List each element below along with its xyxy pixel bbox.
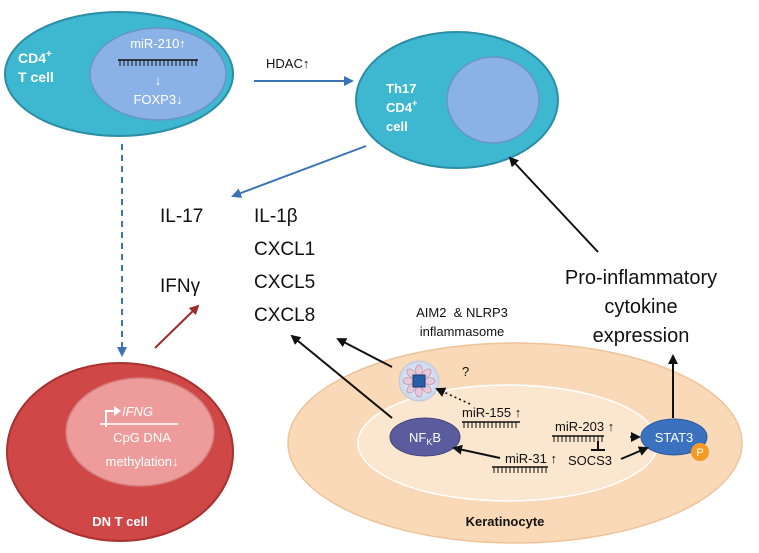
socs3-to-stat3-arrow bbox=[620, 446, 649, 460]
dn-t-cell: IFNG CpG DNA methylation↓ DN T cell bbox=[6, 362, 234, 542]
cd4-label: CD4 bbox=[18, 50, 46, 66]
inflammasome-petal bbox=[424, 377, 436, 385]
svg-text:CD4+: CD4+ bbox=[18, 49, 52, 66]
mir155-to-inflammasome-dotted-arrow bbox=[435, 387, 471, 405]
cd4-sup: + bbox=[46, 49, 52, 60]
hdac-label: HDAC↑ bbox=[266, 56, 309, 71]
th17-sup: + bbox=[412, 98, 417, 108]
th17-cell: Th17 CD4+ cell bbox=[355, 31, 559, 169]
th17-cell-nucleus bbox=[446, 56, 540, 144]
dn-cell-label: DN T cell bbox=[92, 514, 148, 529]
mir-210-ladder bbox=[118, 59, 198, 66]
keratinocyte-label: Keratinocyte bbox=[466, 514, 545, 529]
proinflam-line2: cytokine bbox=[604, 296, 677, 318]
proinflam-line3: expression bbox=[593, 325, 690, 347]
promoter-arrow-icon bbox=[105, 410, 116, 427]
keratinocyte: Keratinocyte bbox=[287, 342, 743, 544]
il17-label: IL-17 bbox=[160, 206, 203, 227]
mir-31-ladder bbox=[492, 466, 548, 473]
phospho-label: P bbox=[696, 447, 703, 459]
inflammasome-line1: AIM2 & NLRP3 bbox=[416, 305, 508, 320]
foxp3-label: FOXP3↓ bbox=[133, 92, 182, 107]
inflammasome-petal bbox=[402, 377, 414, 385]
mir-31-label: miR-31 ↑ bbox=[505, 451, 557, 466]
ifng-gene-label: IFNG bbox=[122, 404, 153, 419]
svg-text:CD4+: CD4+ bbox=[386, 98, 417, 115]
nfkb-label: NF bbox=[409, 430, 426, 445]
cytokine-il1b: IL-1β bbox=[254, 206, 298, 227]
nfkb-to-cytokines-arrow bbox=[290, 334, 393, 419]
svg-text:NFKB: NFKB bbox=[409, 430, 441, 447]
question-mark: ? bbox=[462, 364, 469, 379]
mir31-to-nfkb-arrow bbox=[452, 444, 501, 459]
inflammasome-petal bbox=[415, 386, 423, 398]
proinflam-line1: Pro-inflammatory bbox=[565, 267, 717, 289]
cd4-cell-nucleus bbox=[89, 27, 227, 121]
cytokine-cxcl1: CXCL1 bbox=[254, 239, 315, 260]
phospho-badge bbox=[691, 443, 709, 461]
proinflam-to-th17-arrow bbox=[508, 156, 599, 253]
inflammasome-icon bbox=[398, 360, 440, 402]
mir-203-ladder bbox=[552, 435, 604, 442]
cytokine-cxcl8: CXCL8 bbox=[254, 305, 315, 326]
stat3-node: STAT3 P bbox=[640, 418, 709, 461]
inflammasome-to-cytokines-arrow bbox=[336, 338, 393, 368]
cpg-label: CpG DNA bbox=[113, 430, 171, 445]
th17-to-cytokines-arrow bbox=[231, 145, 367, 198]
mir-203-label: miR-203 ↑ bbox=[555, 419, 614, 434]
socs3-label: SOCS3 bbox=[568, 453, 612, 468]
cd4-down-arrow: ↓ bbox=[155, 73, 162, 88]
mir-210-label: miR-210↑ bbox=[130, 36, 186, 51]
inflammasome-petal bbox=[415, 364, 423, 376]
th17-label-line3: cell bbox=[386, 119, 408, 134]
cytokine-cxcl5: CXCL5 bbox=[254, 272, 315, 293]
dn-to-ifng-arrow bbox=[154, 304, 200, 349]
th17-label-line2: CD4 bbox=[386, 100, 413, 115]
promoter-arrowhead bbox=[114, 406, 121, 416]
nfkb-node: NFKB bbox=[389, 417, 461, 457]
dn-cell-nucleus bbox=[65, 377, 215, 487]
methylation-label: methylation↓ bbox=[106, 454, 179, 469]
ifng-label: IFNγ bbox=[160, 276, 201, 297]
cytokine-list: IL-1β CXCL1 CXCL5 CXCL8 bbox=[254, 206, 315, 326]
keratinocyte-mirna-duplexes bbox=[462, 421, 604, 473]
mir-155-ladder bbox=[462, 421, 520, 428]
inflammasome-line2: inflammasome bbox=[420, 324, 505, 339]
mir-155-label: miR-155 ↑ bbox=[462, 405, 521, 420]
mir-210-duplex bbox=[118, 59, 198, 66]
th17-label-line1: Th17 bbox=[386, 81, 416, 96]
cd4-label-line2: T cell bbox=[18, 69, 54, 85]
nfkb-end: B bbox=[432, 430, 441, 445]
stat3-label: STAT3 bbox=[655, 430, 694, 445]
cd4-t-cell: CD4+ T cell miR-210↑ ↓ FOXP3↓ bbox=[4, 11, 234, 137]
nfkb-sub: K bbox=[426, 437, 432, 447]
